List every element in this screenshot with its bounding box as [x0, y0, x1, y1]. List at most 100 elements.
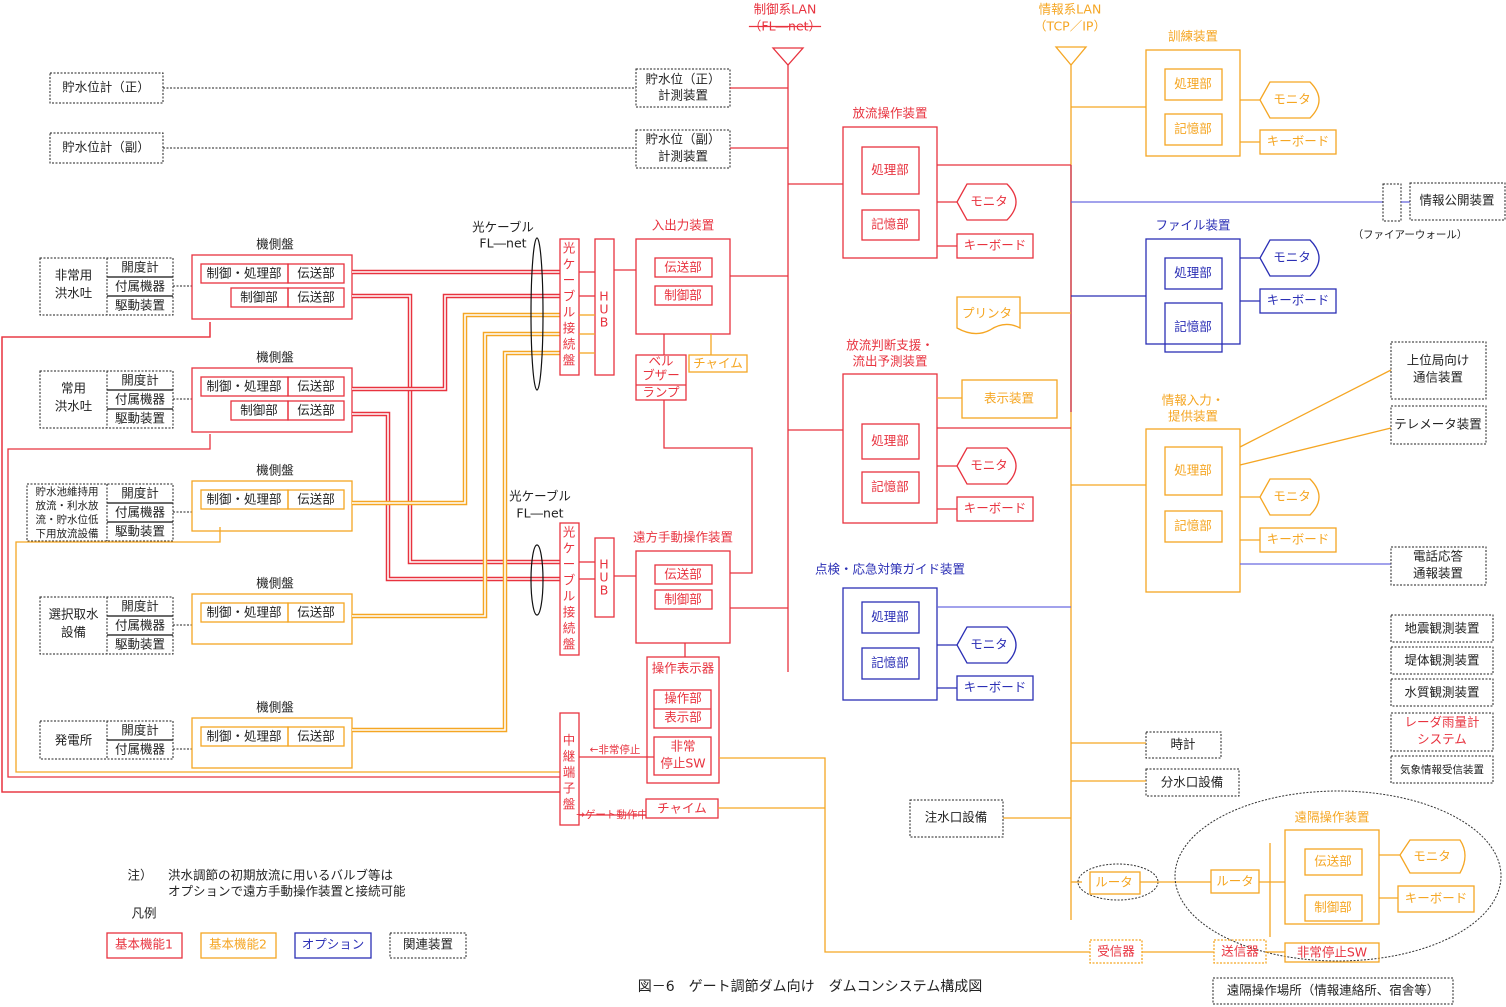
gauge-main-label: 貯水位計（正） [62, 80, 150, 95]
printer: プリンタ [956, 296, 1071, 335]
ctrl-proc-unit: 制御・処理部 [206, 729, 281, 744]
io-device-box [635, 238, 731, 335]
dam-body-label: 堤体観測装置 [1404, 653, 1479, 668]
rs-trans: 伝送部 [1314, 854, 1352, 869]
field-accessory: 付属機器 [115, 392, 166, 407]
vertical-char: ブ [563, 573, 576, 588]
monitor-label: モニタ [1273, 250, 1311, 265]
keyboard-label: キーボード [964, 501, 1027, 516]
mem-unit: 記憶部 [1174, 518, 1212, 533]
remote-manual-box [635, 550, 731, 644]
remote-site-place: 遠隔操作場所（情報連絡所、宿舎等） [1227, 983, 1440, 998]
vertical-char: 接 [563, 605, 576, 620]
mem-unit: 記憶部 [871, 655, 909, 670]
note-line-2: オプションで遠方手動操作装置と接続可能 [168, 884, 406, 899]
keyboard-label: キーボード [1267, 134, 1330, 149]
remote-site-ellipse [1174, 790, 1502, 962]
facility-name: 常用 [61, 381, 86, 396]
telemeter-label: テレメータ装置 [1394, 417, 1482, 432]
mem-unit: 記憶部 [871, 479, 909, 494]
vertical-char: 盤 [563, 353, 576, 368]
monitor-label: モニタ [970, 458, 1008, 473]
rs-keyboard: キーボード [1405, 891, 1468, 906]
vertical-char: ケ [563, 541, 576, 556]
facility-name: 下用放流設備 [36, 527, 99, 540]
hub-2 [594, 537, 615, 618]
vertical-char: ケ [563, 257, 576, 272]
vertical-char: U [599, 570, 608, 585]
field-opening: 開度計 [121, 373, 159, 388]
vertical-char: 接 [563, 321, 576, 336]
info-lan-antenna-icon [1054, 46, 1088, 67]
trans-unit: 伝送部 [297, 605, 335, 620]
control-lan-protocol: （FL―net） [749, 19, 821, 34]
ctrl-unit: 制御部 [240, 403, 278, 418]
proc-unit: 処理部 [1174, 265, 1212, 280]
vertical-char: 端 [563, 765, 576, 780]
facility-name: 貯水池維持用 [36, 485, 99, 498]
meas-sub-box [635, 129, 731, 169]
bell-buzzer-lamp [635, 354, 687, 401]
op-unit: 操作部 [664, 691, 702, 706]
rs-monitor-icon [1399, 839, 1466, 874]
monitor-label: モニタ [970, 637, 1008, 652]
clock-label: 時計 [1170, 737, 1195, 752]
vertical-char: B [600, 583, 609, 598]
field-opening: 開度計 [121, 260, 159, 275]
upper-l1: 上位局向け [1407, 353, 1470, 368]
trans-unit: 伝送部 [297, 403, 335, 418]
remote-router-label: ルータ [1216, 874, 1254, 889]
vertical-char: 盤 [563, 797, 576, 812]
external-devices: 上位局向け 通信装置 テレメータ装置 電話応答 通報装置 地震観測装置 堤体観測… [909, 341, 1494, 838]
legend-title: 凡例 [131, 906, 156, 921]
rm-ctrl: 制御部 [664, 592, 702, 607]
field-facility-4: 発電所開度計付属機器機側盤制御・処理部伝送部 [39, 700, 353, 769]
figure-title: 図－6 ゲート調節ダム向け ダムコンシステム構成図 [638, 978, 983, 995]
printer-label: プリンタ [962, 306, 1012, 321]
legend-related: 関連装置 [403, 937, 453, 952]
facility-name: 流・貯水位低 [36, 513, 99, 526]
rs-estop: 非常停止SW [1297, 945, 1367, 960]
device-title: 情報入力・ [1162, 393, 1225, 408]
optical-junction-panel-1 [559, 238, 580, 376]
estop-sw [653, 736, 712, 776]
keyboard-label: キーボード [1267, 532, 1330, 547]
legend-basic1: 基本機能1 [115, 937, 173, 952]
vertical-char: 光 [563, 241, 576, 256]
device-title: 点検・応急対策ガイド装置 [815, 562, 965, 577]
vertical-char: ブ [563, 289, 576, 304]
field-opening: 開度計 [121, 599, 159, 614]
vertical-char: H [599, 557, 608, 572]
display-device-label: 表示装置 [984, 391, 1034, 406]
monitor-icon [1259, 239, 1320, 277]
radar-l1: レーダ雨量計 [1404, 715, 1479, 730]
field-panel-label: 機側盤 [256, 700, 294, 715]
keyboard-label: キーボード [964, 680, 1027, 695]
legend-option: オプション [302, 937, 365, 952]
field-panels: 非常用洪水吐開度計付属機器駆動装置機側盤制御・処理部伝送部制御部伝送部常用洪水吐… [1, 237, 560, 793]
diversion-label: 分水口設備 [1161, 775, 1224, 790]
optical-fl-label-1: FL―net [479, 236, 526, 251]
monitor-icon [1259, 478, 1320, 516]
ctrl-unit: 制御部 [240, 290, 278, 305]
monitor-label: モニタ [1273, 489, 1311, 504]
estop-l1: 非常 [670, 739, 695, 754]
lamp-label: ランプ [642, 385, 680, 400]
ctrl-proc-unit: 制御・処理部 [206, 379, 281, 394]
op-display-box [646, 656, 720, 784]
keyboard-label: キーボード [964, 238, 1027, 253]
proc-unit: 処理部 [871, 609, 909, 624]
proc-unit: 処理部 [1174, 76, 1212, 91]
vertical-char: 続 [563, 337, 576, 352]
legend-basic2: 基本機能2 [209, 937, 267, 952]
remote-manual-title: 遠方手動操作装置 [633, 530, 733, 545]
monitor-icon [956, 447, 1017, 485]
monitor-label: モニタ [1273, 92, 1311, 107]
vertical-char: 盤 [563, 637, 576, 652]
